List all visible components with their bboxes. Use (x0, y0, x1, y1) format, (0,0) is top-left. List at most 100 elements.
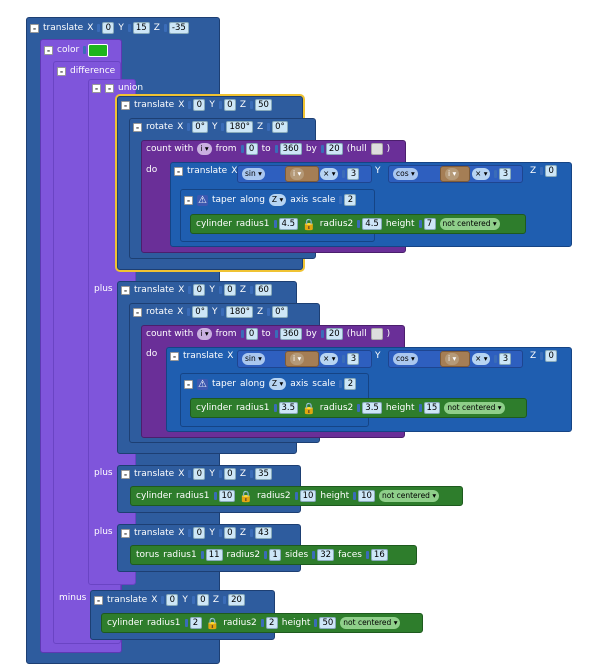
multiplier-field[interactable]: 3 (347, 168, 360, 180)
rotate-x-field[interactable]: 0° (192, 306, 208, 318)
radius2-field[interactable]: 10 (299, 490, 317, 502)
axis-dropdown[interactable]: Z ▾ (268, 194, 287, 206)
collapse-icon[interactable]: - (184, 195, 193, 205)
lock-icon[interactable]: 🔒 (239, 489, 254, 503)
loop-to-field[interactable]: 360 (279, 328, 302, 340)
collapse-icon[interactable]: - (30, 23, 39, 33)
translate-y-field[interactable]: 0 (223, 527, 236, 539)
collapse-icon[interactable]: - (121, 469, 130, 479)
var-i-dropdown[interactable]: i ▾ (290, 168, 305, 180)
radius2-field[interactable]: 2 (265, 617, 278, 629)
translate-z-field[interactable]: 0 (545, 165, 558, 177)
collapse-icon[interactable]: - (184, 379, 193, 389)
translate-z-field[interactable]: 20 (228, 594, 245, 606)
radius2-field[interactable]: 1 (269, 549, 282, 561)
collapse-icon[interactable]: - (92, 83, 101, 93)
loop-from-field[interactable]: 0 (245, 143, 258, 155)
sin-dropdown[interactable]: sin ▾ (242, 168, 265, 180)
centered-dropdown[interactable]: not centered ▾ (444, 402, 505, 414)
collapse-icon[interactable]: - (133, 307, 142, 317)
var-i-dropdown[interactable]: i ▾ (290, 353, 305, 365)
centered-dropdown[interactable]: not centered ▾ (378, 490, 440, 502)
radius2-field[interactable]: 4.5 (362, 218, 382, 230)
loop-by-field[interactable]: 20 (325, 328, 343, 340)
multiply-dropdown[interactable]: × ▾ (320, 353, 339, 365)
warning-icon[interactable]: ⚠ (197, 378, 208, 390)
translate-y-field[interactable]: 15 (132, 22, 150, 34)
multiply-dropdown[interactable]: × ▾ (472, 168, 491, 180)
loop-from-field[interactable]: 0 (245, 328, 258, 340)
collapse-icon[interactable]: - (174, 166, 183, 176)
loop-by-field[interactable]: 20 (325, 143, 343, 155)
taper-scale-field[interactable]: 2 (344, 194, 357, 206)
lock-icon[interactable]: 🔒 (302, 401, 316, 415)
translate-x-field[interactable]: 0 (193, 284, 206, 296)
multiplier-field[interactable]: 3 (347, 353, 360, 365)
radius1-field[interactable]: 11 (205, 549, 223, 561)
height-field[interactable]: 50 (319, 617, 337, 629)
translate-z-field[interactable]: 0 (545, 350, 558, 362)
translate-z-field[interactable]: 60 (255, 284, 272, 296)
multiply-dropdown[interactable]: × ▾ (472, 353, 491, 365)
lock-icon[interactable]: 🔒 (302, 217, 316, 231)
var-i-3[interactable]: i ▾ (285, 351, 319, 367)
translate-z-field[interactable]: 43 (255, 527, 272, 539)
radius1-field[interactable]: 2 (189, 617, 202, 629)
radius1-field[interactable]: 3.5 (278, 402, 299, 414)
height-field[interactable]: 7 (423, 218, 436, 230)
collapse-icon[interactable]: - (105, 83, 114, 93)
translate-x-field[interactable]: 0 (102, 22, 115, 34)
translate-x-field[interactable]: 0 (193, 527, 206, 539)
faces-field[interactable]: 16 (370, 549, 388, 561)
rotate-y-field[interactable]: 180° (226, 121, 253, 133)
var-i-dropdown[interactable]: i ▾ (445, 168, 460, 180)
sin-dropdown[interactable]: sin ▾ (242, 353, 265, 365)
hull-toggle[interactable] (370, 143, 383, 155)
var-i-2[interactable]: i ▾ (440, 166, 470, 182)
loop-to-field[interactable]: 360 (279, 143, 302, 155)
translate-x-field[interactable]: 0 (193, 468, 206, 480)
lock-icon[interactable]: 🔒 (205, 616, 220, 630)
radius2-field[interactable]: 3.5 (362, 402, 382, 414)
taper-scale-field[interactable]: 2 (344, 378, 357, 390)
translate-z-field[interactable]: -35 (168, 22, 189, 34)
rotate-z-field[interactable]: 0° (272, 121, 288, 133)
color-swatch[interactable] (88, 43, 109, 57)
rotate-z-field[interactable]: 0° (272, 306, 288, 318)
radius1-field[interactable]: 10 (218, 490, 236, 502)
translate-y-field[interactable]: 0 (223, 468, 236, 480)
translate-y-field[interactable]: 0 (196, 594, 209, 606)
multiplier-field[interactable]: 3 (499, 168, 512, 180)
collapse-icon[interactable]: - (94, 595, 103, 605)
translate-z-field[interactable]: 35 (255, 468, 272, 480)
height-field[interactable]: 15 (423, 402, 441, 414)
loop-variable-dropdown[interactable]: i ▾ (197, 143, 212, 155)
rotate-x-field[interactable]: 0° (192, 121, 208, 133)
cos-dropdown[interactable]: cos ▾ (393, 353, 418, 365)
rotate-y-field[interactable]: 180° (226, 306, 253, 318)
warning-icon[interactable]: ⚠ (197, 194, 208, 206)
sides-field[interactable]: 32 (317, 549, 335, 561)
translate-y-field[interactable]: 0 (223, 99, 236, 111)
hull-toggle[interactable] (370, 328, 383, 340)
translate-x-field[interactable]: 0 (166, 594, 179, 606)
var-i-4[interactable]: i ▾ (440, 351, 470, 367)
centered-dropdown[interactable]: not centered ▾ (340, 617, 401, 629)
translate-y-field[interactable]: 0 (223, 284, 236, 296)
collapse-icon[interactable]: - (57, 66, 66, 76)
multiplier-field[interactable]: 3 (499, 353, 512, 365)
collapse-icon[interactable]: - (133, 122, 142, 132)
axis-dropdown[interactable]: Z ▾ (268, 378, 287, 390)
translate-z-field[interactable]: 50 (255, 99, 272, 111)
height-field[interactable]: 10 (358, 490, 375, 502)
loop-variable-dropdown[interactable]: i ▾ (197, 328, 212, 340)
collapse-icon[interactable]: - (121, 100, 130, 110)
collapse-icon[interactable]: - (44, 45, 53, 55)
var-i-1[interactable]: i ▾ (285, 166, 319, 182)
collapse-icon[interactable]: - (121, 285, 130, 295)
multiply-dropdown[interactable]: × ▾ (320, 168, 339, 180)
var-i-dropdown[interactable]: i ▾ (445, 353, 460, 365)
collapse-icon[interactable]: - (170, 351, 179, 361)
collapse-icon[interactable]: - (121, 528, 130, 538)
translate-x-field[interactable]: 0 (193, 99, 206, 111)
